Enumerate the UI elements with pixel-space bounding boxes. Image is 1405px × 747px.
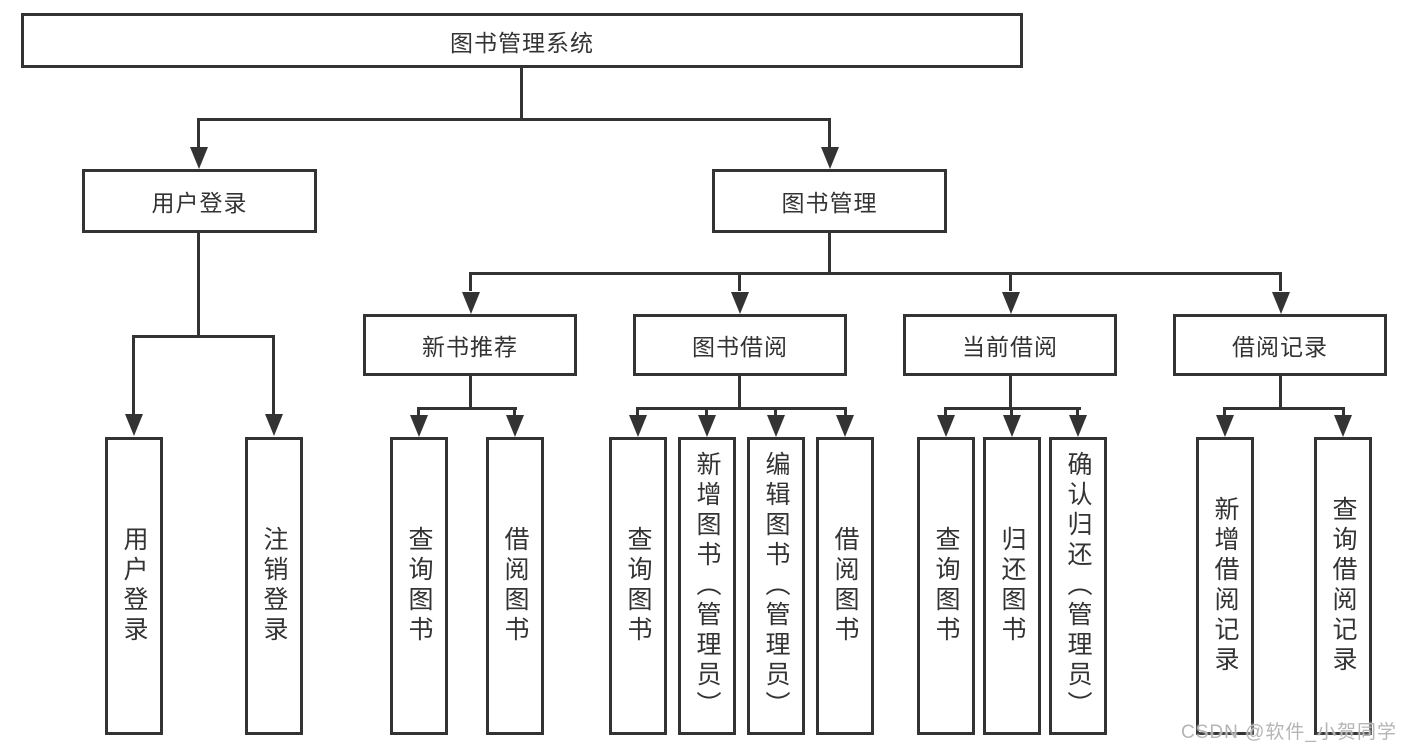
arrow-down-icon: [506, 415, 524, 437]
connector-line: [272, 338, 275, 415]
leaf-user-login-label: 用户登录: [120, 526, 148, 646]
leaf-add-books-admin: 新增图书（管理员）: [678, 437, 736, 735]
leaf-edit-books-admin: 编辑图书（管理员）: [747, 437, 805, 735]
leaf-edit-books-admin-label: 编辑图书（管理员）: [762, 451, 790, 721]
connector-line: [1279, 275, 1282, 291]
leaf-confirm-return-admin-label: 确认归还（管理员）: [1064, 451, 1092, 721]
connector-line: [1009, 376, 1012, 408]
leaf-query-borrow-record: 查询借阅记录: [1314, 437, 1372, 735]
leaf-query-books-current: 查询图书: [917, 437, 975, 735]
connector-line: [944, 410, 947, 417]
connector-line: [844, 410, 847, 417]
arrow-down-icon: [265, 414, 283, 436]
arrow-down-icon: [731, 292, 749, 314]
connector-line: [197, 121, 200, 148]
leaf-return-books-label: 归还图书: [998, 526, 1026, 646]
leaf-borrow-books-recommend: 借阅图书: [486, 437, 544, 735]
leaf-query-borrow-record-label: 查询借阅记录: [1329, 496, 1357, 676]
connector-line: [513, 410, 516, 417]
connector-rail: [636, 407, 847, 410]
connector-line: [1279, 376, 1282, 408]
arrow-down-icon: [410, 415, 428, 437]
connector-line: [132, 338, 135, 415]
leaf-add-borrow-record-label: 新增借阅记录: [1211, 496, 1239, 676]
connector-line: [774, 410, 777, 417]
connector-line: [705, 410, 708, 417]
leaf-query-books-current-label: 查询图书: [932, 526, 960, 646]
connector-rail: [132, 335, 275, 338]
leaf-logout-login: 注销登录: [245, 437, 303, 735]
node-book-borrowing-label: 图书借阅: [692, 334, 788, 360]
node-new-book-recommend-label: 新书推荐: [422, 334, 518, 360]
connector-line: [1342, 410, 1345, 417]
connector-rail: [197, 118, 831, 121]
connector-line: [1010, 410, 1013, 417]
connector-rail: [417, 407, 517, 410]
leaf-query-books-recommend-label: 查询图书: [405, 526, 433, 646]
connector-line: [828, 233, 831, 272]
leaf-borrow-books-label: 借阅图书: [831, 526, 859, 646]
node-borrowing-records-label: 借阅记录: [1232, 334, 1328, 360]
connector-line: [1223, 410, 1226, 417]
node-user-login-label: 用户登录: [151, 190, 248, 216]
node-current-borrowing: 当前借阅: [903, 314, 1117, 376]
connector-line: [520, 68, 523, 120]
arrow-down-icon: [125, 414, 143, 436]
connector-rail: [1223, 407, 1345, 410]
connector-rail: [469, 272, 1282, 275]
connector-line: [417, 410, 420, 417]
arrow-down-icon: [1272, 292, 1290, 314]
node-book-management-label: 图书管理: [781, 190, 878, 216]
leaf-confirm-return-admin: 确认归还（管理员）: [1049, 437, 1107, 735]
arrow-down-icon: [190, 147, 208, 169]
connector-line: [828, 121, 831, 148]
arrow-down-icon: [1002, 292, 1020, 314]
arrow-down-icon: [767, 415, 785, 437]
node-new-book-recommend: 新书推荐: [363, 314, 577, 376]
connector-line: [197, 233, 200, 335]
node-book-management: 图书管理: [712, 169, 947, 233]
arrow-down-icon: [937, 415, 955, 437]
connector-line: [469, 376, 472, 408]
leaf-query-books-borrow: 查询图书: [609, 437, 667, 735]
arrow-down-icon: [821, 147, 839, 169]
connector-line: [1009, 275, 1012, 291]
arrow-down-icon: [629, 415, 647, 437]
arrow-down-icon: [1216, 415, 1234, 437]
arrow-down-icon: [836, 415, 854, 437]
arrow-down-icon: [1334, 415, 1352, 437]
arrow-down-icon: [698, 415, 716, 437]
connector-line: [469, 275, 472, 291]
leaf-user-login: 用户登录: [105, 437, 163, 735]
arrow-down-icon: [462, 292, 480, 314]
node-user-login: 用户登录: [82, 169, 317, 233]
connector-line: [738, 275, 741, 291]
leaf-logout-login-label: 注销登录: [260, 526, 288, 646]
leaf-borrow-books: 借阅图书: [816, 437, 874, 735]
leaf-return-books: 归还图书: [983, 437, 1041, 735]
leaf-add-borrow-record: 新增借阅记录: [1196, 437, 1254, 735]
node-root-label: 图书管理系统: [450, 29, 594, 56]
leaf-borrow-books-recommend-label: 借阅图书: [501, 526, 529, 646]
node-root: 图书管理系统: [21, 13, 1023, 68]
arrow-down-icon: [1069, 415, 1087, 437]
watermark: CSDN @软件_小贺同学: [1181, 722, 1397, 743]
node-book-borrowing: 图书借阅: [633, 314, 847, 376]
leaf-query-books-recommend: 查询图书: [390, 437, 448, 735]
connector-line: [738, 376, 741, 408]
connector-line: [636, 410, 639, 417]
node-borrowing-records: 借阅记录: [1173, 314, 1387, 376]
node-current-borrowing-label: 当前借阅: [962, 334, 1058, 360]
leaf-add-books-admin-label: 新增图书（管理员）: [693, 451, 721, 721]
connector-line: [1076, 410, 1079, 417]
arrow-down-icon: [1003, 415, 1021, 437]
leaf-query-books-borrow-label: 查询图书: [624, 526, 652, 646]
connector-rail: [944, 407, 1081, 410]
